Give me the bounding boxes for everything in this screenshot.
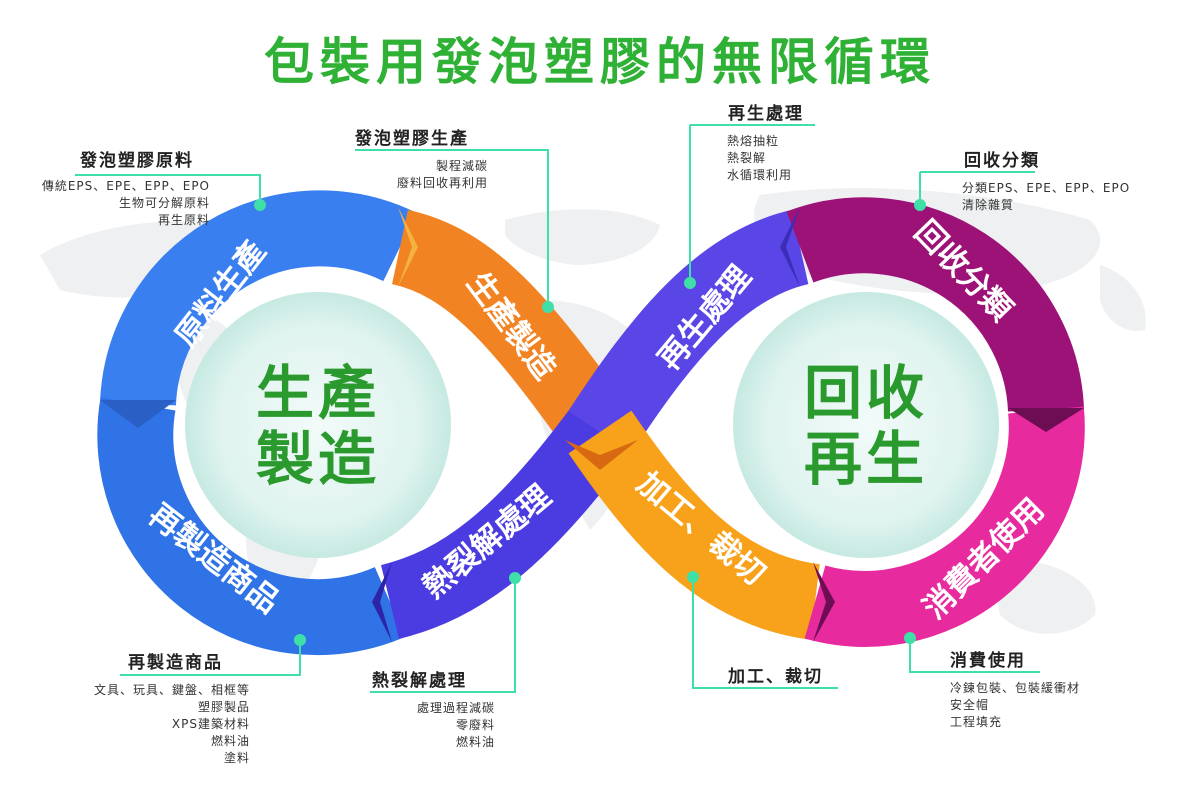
segment-raw-material[interactable]	[100, 190, 417, 407]
list-item: 廢料回收再利用	[396, 176, 488, 190]
left-center-label: 生產 製造	[255, 359, 380, 493]
list-item: 傳統EPS、EPE、EPP、EPO	[41, 179, 210, 193]
callout-list-raw-material: 傳統EPS、EPE、EPP、EPO 生物可分解原料 再生原料	[42, 178, 210, 229]
list-item: 塗料	[223, 751, 250, 765]
chevron-icon	[565, 440, 638, 470]
callout-heading-consumer: 消費使用	[950, 651, 1026, 671]
right-center-label: 回收 再生	[803, 359, 928, 493]
chevron-icon	[780, 207, 800, 287]
callout-list-consumer: 冷鍊包裝、包裝緩衝材 安全帽 工程填充	[950, 680, 1080, 731]
list-item: XPS建築材料	[171, 717, 250, 731]
chevron-icon	[1008, 408, 1084, 432]
list-item: 生物可分解原料	[118, 196, 210, 210]
right-lobe-disc	[733, 292, 999, 558]
segment-cutting[interactable]	[568, 410, 821, 640]
list-item: 製程減碳	[435, 159, 488, 173]
segment-pyrolysis[interactable]	[380, 409, 631, 639]
callout-list-remanufacture: 文具、玩具、鍵盤、相框等 塑膠製品 XPS建築材料 燃料油 塗料	[94, 682, 250, 767]
list-item: 清除雜質	[962, 198, 1015, 212]
list-item: 安全帽	[950, 698, 990, 712]
callout-heading-cutting: 加工、裁切	[728, 667, 823, 687]
callout-list-production: 製程減碳 廢料回收再利用	[397, 158, 488, 192]
list-item: 熱裂解	[727, 151, 767, 165]
list-item: 塑膠製品	[197, 700, 250, 714]
chevron-icon	[813, 562, 835, 642]
callout-heading-sorting: 回收分類	[964, 151, 1040, 171]
callout-heading-recycle: 再生處理	[728, 104, 804, 124]
list-item: 水循環利用	[727, 168, 793, 182]
segment-recycle[interactable]	[568, 209, 810, 453]
segment-consumer[interactable]	[804, 406, 1085, 647]
callout-heading-raw-material: 發泡塑膠原料	[80, 151, 194, 171]
callout-connectors	[75, 124, 1040, 693]
arrow-chevrons	[100, 207, 1084, 642]
callout-heading-pyrolysis: 熱裂解處理	[372, 671, 467, 691]
left-lobe-disc	[185, 292, 451, 558]
list-item: 文具、玩具、鍵盤、相框等	[93, 683, 250, 697]
list-item: 熱熔抽粒	[727, 134, 780, 148]
chevron-icon	[100, 400, 176, 428]
chevron-icon	[372, 562, 392, 642]
list-item: 燃料油	[210, 734, 250, 748]
list-item: 零廢料	[455, 718, 495, 732]
segment-sorting[interactable]	[786, 197, 1084, 413]
callout-list-recycle: 熱熔抽粒 熱裂解 水循環利用	[727, 133, 792, 184]
callout-heading-remanufacture: 再製造商品	[128, 653, 223, 673]
segment-production[interactable]	[390, 209, 631, 455]
list-item: 處理過程減碳	[416, 701, 495, 715]
page-title: 包裝用發泡塑膠的無限循環	[264, 33, 936, 91]
list-item: 冷鍊包裝、包裝緩衝材	[950, 681, 1081, 695]
chevron-icon	[398, 207, 418, 287]
segment-remanufacture[interactable]	[97, 397, 406, 656]
callout-list-sorting: 分類EPS、EPE、EPP、EPO 清除雜質	[962, 180, 1130, 214]
list-item: 燃料油	[455, 735, 495, 749]
list-item: 再生原料	[157, 213, 210, 227]
list-item: 工程填充	[950, 715, 1003, 729]
callout-dots	[254, 199, 926, 646]
list-item: 分類EPS、EPE、EPP、EPO	[962, 181, 1131, 195]
callout-heading-production: 發泡塑膠生產	[355, 129, 469, 149]
callout-list-pyrolysis: 處理過程減碳 零廢料 燃料油	[417, 700, 495, 751]
